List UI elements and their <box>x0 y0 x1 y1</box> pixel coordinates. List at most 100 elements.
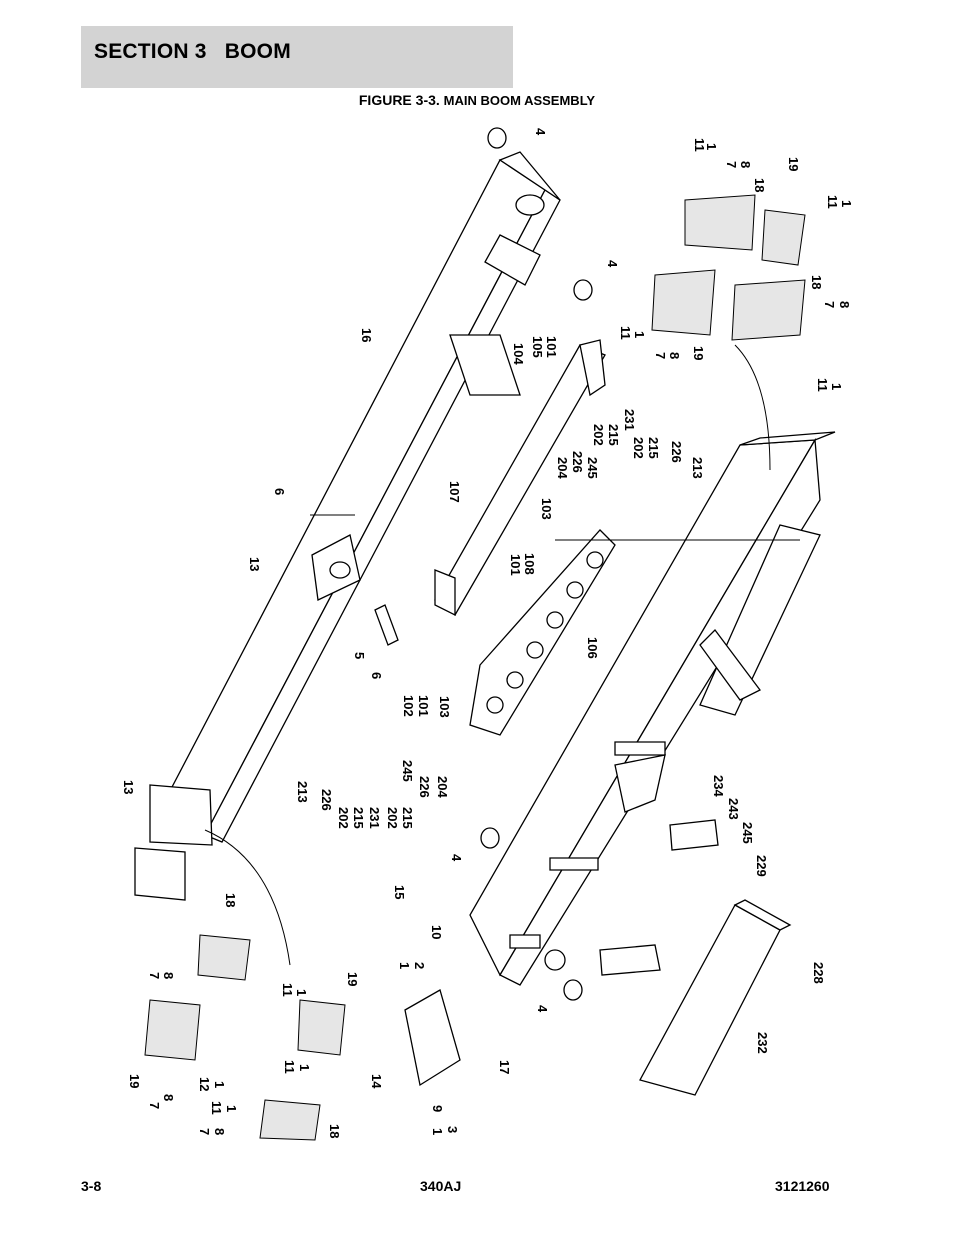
callout: 228 <box>811 962 826 984</box>
callout: 104 <box>511 343 526 365</box>
callout: 19 <box>691 346 706 360</box>
callout: 106 <box>585 637 600 659</box>
callout: 11 <box>280 983 295 997</box>
footer-model: 340AJ <box>420 1178 462 1194</box>
callout: 18 <box>223 893 238 907</box>
callout: 243 <box>726 798 741 820</box>
callout: 108 <box>522 553 537 575</box>
footer-doc-number: 3121260 <box>775 1178 830 1194</box>
section-header: SECTION 3 BOOM <box>81 26 513 88</box>
callout: 107 <box>447 481 462 503</box>
callout: 102 <box>401 695 416 717</box>
callout: 215 <box>400 807 415 829</box>
callout: 1 <box>212 1081 227 1088</box>
bearing-top <box>487 127 507 149</box>
callout: 4 <box>449 854 464 862</box>
callout: 11 <box>282 1060 297 1074</box>
callout: 4 <box>533 128 548 136</box>
callout: 13 <box>247 557 262 571</box>
callout: 1 <box>397 962 412 969</box>
callout: 1 <box>294 989 309 996</box>
callout: 11 <box>825 195 840 209</box>
base-boom <box>469 431 836 986</box>
callout: 16 <box>359 328 374 342</box>
callout: 101 <box>544 336 559 358</box>
callout: 234 <box>711 775 726 797</box>
figure-number: FIGURE 3-3. <box>358 92 440 108</box>
callout: 231 <box>367 807 382 829</box>
callout: 8 <box>161 1094 176 1101</box>
callout: 101 <box>508 554 523 576</box>
callout: 18 <box>809 275 824 289</box>
callout: 1 <box>829 383 844 390</box>
callout: 232 <box>755 1032 770 1054</box>
callout: 1 <box>224 1105 239 1112</box>
callout: 101 <box>416 695 431 717</box>
callout: 7 <box>147 1102 162 1109</box>
wear-pads-lower-left <box>144 934 346 1141</box>
callout: 17 <box>497 1060 512 1074</box>
callout: 1 <box>704 143 719 150</box>
callout: 6 <box>369 672 384 679</box>
fly-boom <box>134 151 561 901</box>
callout: 12 <box>197 1077 212 1091</box>
callout: 19 <box>345 972 360 986</box>
callout: 8 <box>837 301 852 308</box>
callout: 231 <box>622 409 637 431</box>
callout: 11 <box>209 1101 224 1115</box>
callout: 1 <box>430 1128 445 1135</box>
callout: 229 <box>754 855 769 877</box>
callout: 204 <box>435 776 450 798</box>
figure-title: MAIN BOOM ASSEMBLY <box>443 93 596 108</box>
bearing-low <box>563 979 583 1001</box>
callout: 7 <box>822 301 837 308</box>
callout: 226 <box>319 789 334 811</box>
boom-mount-plate <box>599 819 792 1096</box>
callout: 202 <box>385 807 400 829</box>
callout: 19 <box>127 1074 142 1088</box>
callout: 202 <box>591 424 606 446</box>
callout: 2 <box>412 962 427 969</box>
wear-pads-upper-right <box>651 194 806 341</box>
callout: 226 <box>417 776 432 798</box>
callout: 7 <box>147 972 162 979</box>
callout: 10 <box>429 925 444 939</box>
callout: 18 <box>752 178 767 192</box>
callout: 11 <box>618 326 633 340</box>
callout: 11 <box>815 378 830 392</box>
callout: 11 <box>692 138 707 152</box>
callout: 4 <box>535 1005 550 1013</box>
callout: 3 <box>445 1126 460 1133</box>
section-title: SECTION 3 BOOM <box>94 40 291 63</box>
callout: 7 <box>724 161 739 168</box>
callout: 215 <box>351 807 366 829</box>
bearing-right <box>573 279 593 301</box>
callout: 7 <box>197 1128 212 1135</box>
callout: 15 <box>392 885 407 899</box>
callout: 245 <box>740 822 755 844</box>
callout: 8 <box>667 352 682 359</box>
callout: 6 <box>272 488 287 495</box>
callout: 5 <box>352 652 367 659</box>
callout: 13 <box>121 780 136 794</box>
callout: 14 <box>369 1074 384 1089</box>
callout: 213 <box>295 781 310 803</box>
cable-tray <box>434 339 606 617</box>
end-cap <box>404 989 461 1087</box>
callout: 215 <box>646 437 661 459</box>
callout: 8 <box>212 1128 227 1135</box>
callout: 1 <box>839 200 854 207</box>
footer-page-number: 3-8 <box>81 1178 102 1194</box>
callout: 226 <box>570 451 585 473</box>
callout-labels: 4 4 4 4 16 6 13 5 6 13 104 105 101 107 1… <box>121 128 854 1138</box>
callout: 8 <box>738 161 753 168</box>
callout: 19 <box>786 157 801 171</box>
callout: 4 <box>605 260 620 268</box>
callout: 105 <box>530 336 545 358</box>
callout: 245 <box>585 457 600 479</box>
callout: 103 <box>437 696 452 718</box>
callout: 103 <box>539 498 554 520</box>
callout: 8 <box>161 972 176 979</box>
callout: 1 <box>297 1064 312 1071</box>
power-track <box>469 529 616 736</box>
